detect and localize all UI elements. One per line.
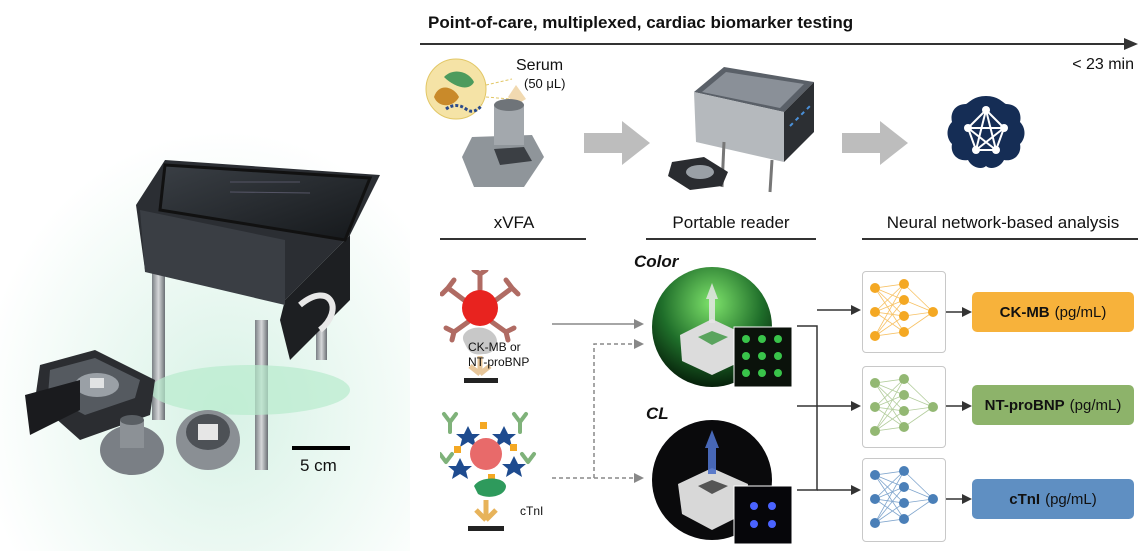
timeline-arrow xyxy=(420,38,1138,50)
network-connectors xyxy=(797,305,861,495)
sandwich-assay-diagram xyxy=(440,270,521,383)
step-arrow-1 xyxy=(584,121,650,165)
analysis-underline xyxy=(862,238,1138,240)
time-label: < 23 min xyxy=(1072,56,1134,73)
assay-connectors xyxy=(552,319,644,483)
ckmb-output-box: CK-MB (pg/mL) xyxy=(972,292,1134,332)
ckmb-output-unit: (pg/mL) xyxy=(1054,303,1107,321)
serum-volume: (50 μL) xyxy=(524,76,566,91)
xvfa-underline xyxy=(440,238,586,240)
ctni-label: cTnI xyxy=(520,504,544,518)
color-mode-label: Color xyxy=(634,252,679,271)
page-title: Point-of-care, multiplexed, cardiac biom… xyxy=(428,13,854,32)
device-photo xyxy=(0,0,410,551)
output-arrows xyxy=(946,307,972,504)
ntprobnp-output-name: NT-proBNP xyxy=(984,396,1065,414)
step-arrow-2 xyxy=(842,121,908,165)
xvfa-caption: xVFA xyxy=(493,213,535,232)
ctni-network-box xyxy=(862,458,946,542)
reader-caption: Portable reader xyxy=(672,213,790,232)
ctni-assay-diagram xyxy=(440,412,536,531)
scale-bar-line xyxy=(292,446,350,450)
color-readout-image xyxy=(652,267,793,388)
cl-mode-label: CL xyxy=(646,404,669,423)
sandwich-label-line2: NT-proBNP xyxy=(468,355,530,369)
ctni-network-icon xyxy=(870,466,938,528)
serum-label: Serum xyxy=(516,57,564,74)
serum-illustration xyxy=(425,58,544,187)
ctni-output-box: cTnI (pg/mL) xyxy=(972,479,1134,519)
ckmb-network-icon xyxy=(870,279,938,341)
neural-network-brain-icon xyxy=(947,96,1025,168)
analysis-caption: Neural network-based analysis xyxy=(886,213,1120,232)
scale-bar-label: 5 cm xyxy=(300,456,337,475)
cl-readout-image xyxy=(652,420,793,545)
ckmb-network-box xyxy=(862,271,946,353)
reader-illustration xyxy=(668,67,814,193)
reader-underline xyxy=(646,238,816,240)
ntprobnp-network-box xyxy=(862,366,946,448)
sandwich-label-line1: CK-MB or xyxy=(468,340,521,354)
ntprobnp-output-unit: (pg/mL) xyxy=(1069,396,1122,414)
ntprobnp-output-box: NT-proBNP (pg/mL) xyxy=(972,385,1134,425)
ckmb-output-name: CK-MB xyxy=(999,303,1050,321)
ctni-output-unit: (pg/mL) xyxy=(1045,490,1097,508)
ntprobnp-network-icon xyxy=(870,374,938,436)
ctni-output-name: cTnI xyxy=(1009,490,1041,508)
